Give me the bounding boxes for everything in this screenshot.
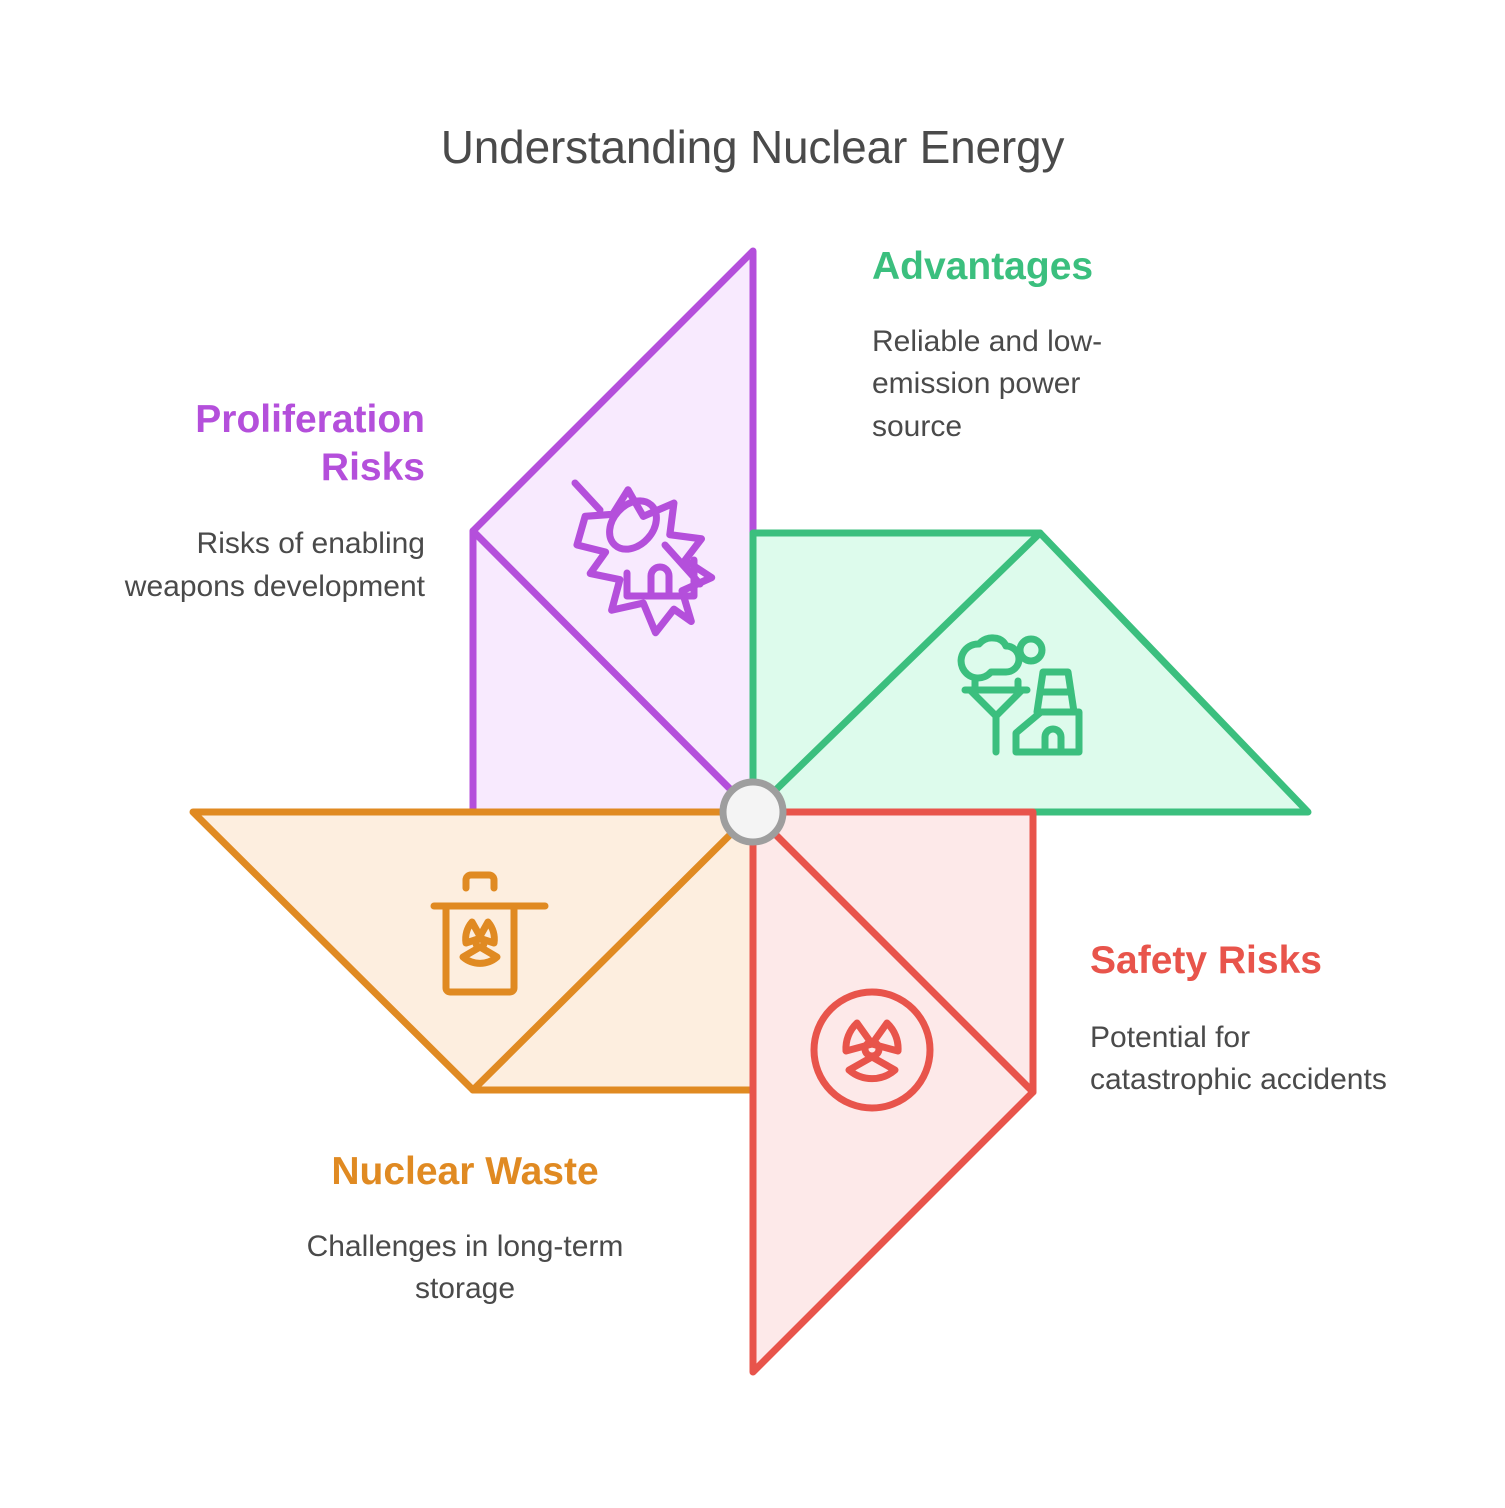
blade-safety-shape [749,808,1037,1376]
blade-safety-fold [749,808,1037,1096]
blade-safety[interactable] [749,808,1037,1376]
label-safety: Safety Risks Potential for catastrophic … [1090,937,1390,1102]
label-advantages: Advantages Reliable and low-emission pow… [872,243,1172,448]
label-proliferation: Proliferation Risks Risks of enabling we… [95,396,425,608]
blade-advantages-fold [749,529,1044,816]
heading-waste: Nuclear Waste [331,1150,599,1193]
blade-waste-fold [469,808,757,1094]
body-advantages: Reliable and low-emission power source [872,324,1103,443]
blade-proliferation[interactable] [469,247,757,816]
blade-waste[interactable] [189,808,757,1094]
blade-advantages-shape [749,529,1312,816]
power-plant-icon [957,634,1083,756]
blade-advantages[interactable] [749,529,1312,816]
radioactive-waste-bin-icon [430,871,549,996]
body-proliferation: Risks of enabling weapons development [124,527,425,603]
blade-proliferation-fold [469,527,757,816]
heading-proliferation: Proliferation Risks [195,398,425,489]
page-title: Understanding Nuclear Energy [440,121,1065,173]
body-waste: Challenges in long-term storage [306,1229,624,1306]
label-waste: Nuclear Waste Challenges in long-term st… [290,1148,640,1311]
heading-safety: Safety Risks [1090,939,1322,982]
body-safety: Potential for catastrophic accidents [1090,1020,1387,1097]
center-hub [719,778,787,846]
radiation-warning-icon [810,988,934,1112]
heading-advantages: Advantages [872,245,1094,288]
bomb-explosion-house-icon [571,479,716,637]
